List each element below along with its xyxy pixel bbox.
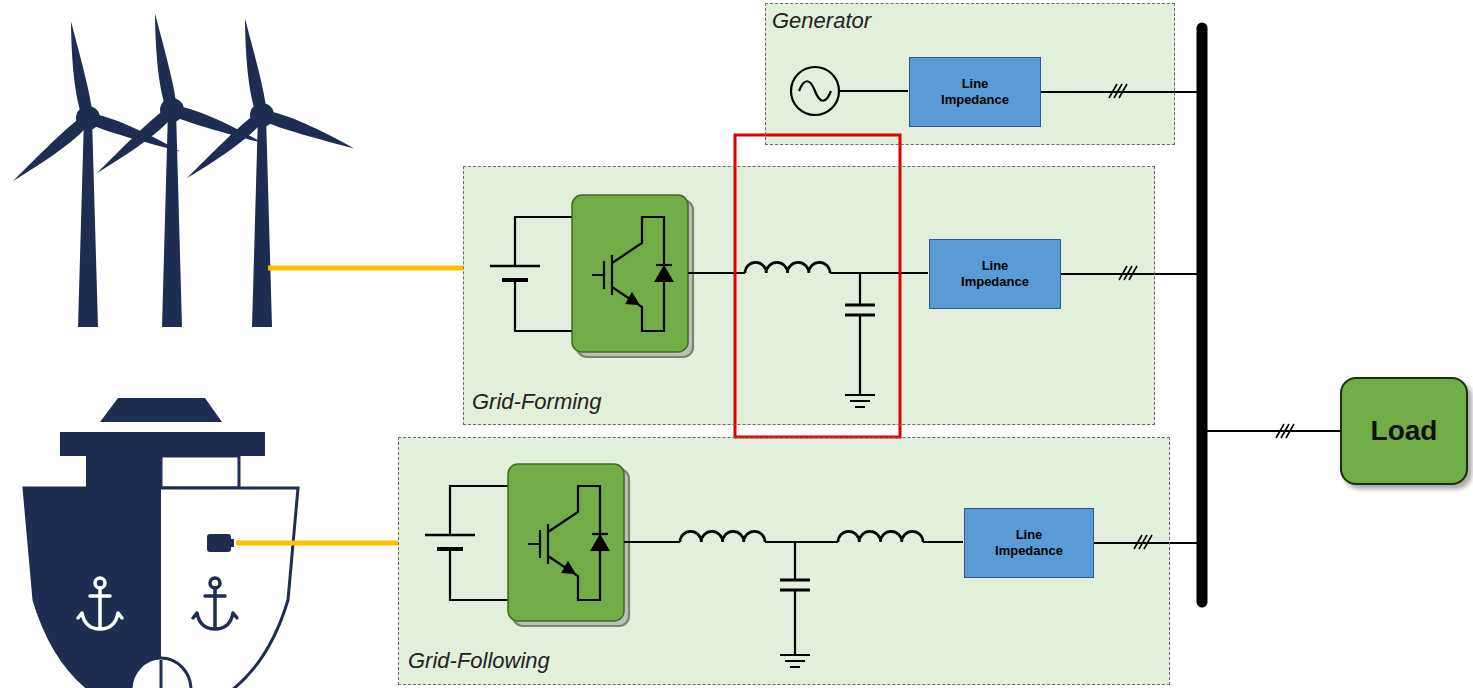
grid-following-converter [624, 541, 680, 543]
ship [24, 488, 161, 688]
wind-turbine [78, 118, 98, 327]
box-label: Line Impedance [934, 76, 1016, 109]
impedance-box: Line Impedance [909, 57, 1041, 127]
impedance-box: Line Impedance [929, 239, 1061, 309]
grid-forming-converter [490, 195, 928, 407]
ship [230, 539, 234, 547]
wind-turbine [250, 103, 274, 127]
highlight-frame [735, 135, 900, 437]
grid-following-converter [765, 541, 838, 543]
grid-forming-converter [490, 265, 540, 268]
grid-following-converter [437, 547, 463, 551]
grid-following-converter [780, 655, 810, 667]
ship [86, 456, 161, 488]
converter-group: GeneratorLine Impedance [765, 3, 1175, 145]
converter-group: Grid-Following Line Impedance [398, 437, 1170, 685]
ship [208, 535, 230, 551]
group-fill [765, 3, 1175, 145]
grid-following-converter [838, 531, 923, 542]
grid-following-converter [450, 486, 508, 600]
ac-source-symbol [839, 90, 908, 92]
bus-connector [1094, 431, 1340, 543]
grid-following-converter [680, 531, 765, 542]
ship [160, 660, 163, 688]
grid-forming-converter [845, 305, 875, 315]
wind-turbine [93, 13, 266, 179]
group-fill [398, 437, 1170, 685]
box-label: Line Impedance [988, 527, 1070, 560]
wind-turbine [162, 110, 182, 327]
wind-turbine [183, 18, 356, 184]
grid-forming-converter [745, 262, 830, 273]
ac-source-symbol [791, 67, 839, 115]
group-label: Generator [772, 8, 871, 34]
ship [131, 658, 191, 688]
grid-following-converter [794, 542, 796, 655]
wind-turbine [9, 13, 356, 327]
bus-connector [1041, 92, 1340, 431]
wind-turbine [64, 21, 94, 120]
wind-turbine [252, 115, 272, 327]
ship [60, 432, 265, 456]
grid-forming-converter [830, 272, 928, 274]
bus-connector [1061, 274, 1340, 431]
impedance-box: Line Impedance [964, 508, 1094, 578]
ship [161, 456, 239, 488]
converter-group: Grid-Forming Line Impedance [463, 166, 1155, 425]
group-label: Grid-Forming [472, 389, 602, 415]
ship [100, 398, 222, 422]
ship [193, 578, 237, 629]
wind-turbine [76, 106, 100, 130]
grid-following-converter [508, 464, 629, 626]
box-label: Line Impedance [954, 258, 1036, 291]
ac-source-symbol [791, 67, 908, 115]
grid-forming-converter [515, 217, 572, 331]
ac-source-symbol [799, 81, 831, 101]
group-fill [398, 3, 1175, 685]
grid-following-converter [780, 580, 810, 590]
grid-following-converter [923, 541, 963, 543]
wind-turbine [160, 98, 184, 122]
grid-forming-converter [859, 273, 861, 395]
power-cable [268, 266, 463, 271]
ship [24, 488, 298, 688]
wind-turbine [148, 13, 178, 112]
grid-following-converter [425, 534, 475, 537]
grid-forming-converter [572, 195, 693, 357]
grid-following-converter [425, 464, 963, 667]
wind-turbine [260, 108, 356, 154]
grid-forming-converter [845, 395, 875, 407]
grid-forming-converter [502, 278, 528, 282]
group-label: Grid-Following [408, 648, 550, 674]
ship [78, 578, 122, 629]
wind-turbine [238, 18, 268, 117]
power-cable [236, 541, 398, 546]
box-label: Load [1371, 415, 1438, 447]
load-box: Load [1340, 377, 1468, 485]
group-fill [463, 166, 1155, 425]
